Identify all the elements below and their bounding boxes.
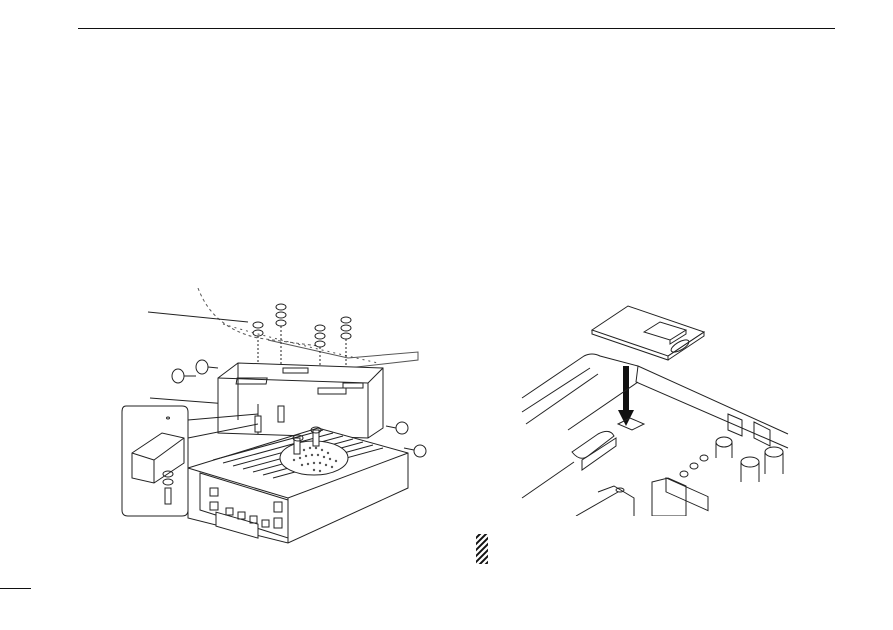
mounting-bracket-illustration [118, 288, 430, 550]
option-unit [590, 305, 706, 361]
board-unit-illustration [518, 302, 796, 516]
insert-arrow [618, 366, 634, 426]
radio-body [187, 404, 409, 544]
knob-bolts [171, 359, 427, 458]
chassis [521, 353, 789, 516]
header-rule [78, 28, 835, 29]
hatched-note-icon [476, 534, 488, 564]
inset-detail [121, 405, 259, 517]
page-edge-mark [0, 588, 31, 589]
